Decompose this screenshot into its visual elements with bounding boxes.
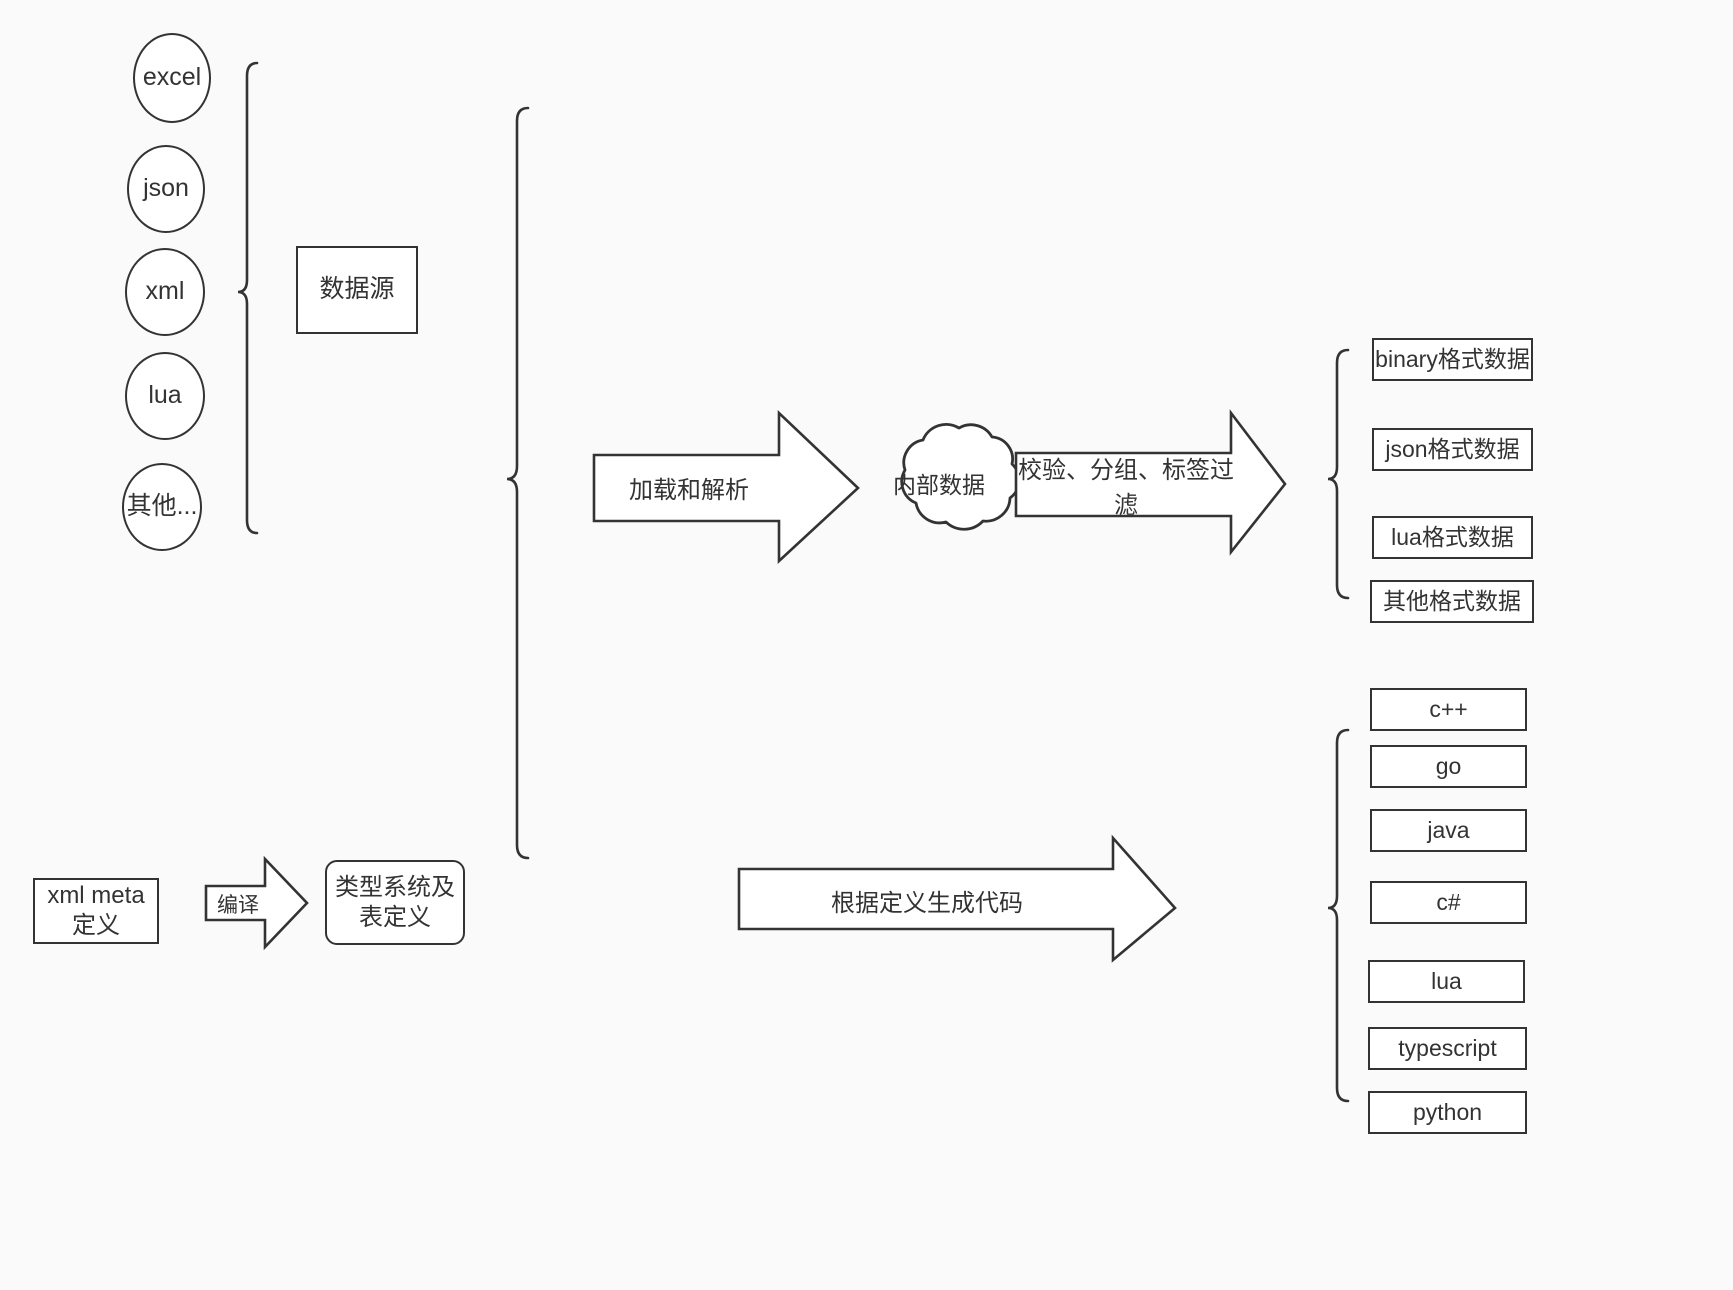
output-language-typescript-label: typescript (1398, 1035, 1497, 1062)
output-language-csharp[interactable]: c# (1370, 881, 1527, 924)
source-node-other[interactable]: 其他... (122, 463, 202, 551)
compile-arrow (204, 855, 309, 951)
source-node-xml[interactable]: xml (125, 248, 205, 336)
output-language-cpp[interactable]: c++ (1370, 688, 1527, 731)
validate-filter-arrow (1014, 409, 1287, 556)
output-language-lua-label: lua (1431, 968, 1462, 995)
source-node-json[interactable]: json (127, 145, 205, 233)
output-format-binary-label: binary格式数据 (1375, 346, 1530, 373)
output-format-lua[interactable]: lua格式数据 (1372, 516, 1533, 559)
inputs-brace (506, 106, 530, 860)
output-format-json[interactable]: json格式数据 (1372, 428, 1533, 471)
data-source-box-label: 数据源 (319, 275, 395, 304)
codegen-arrow (737, 834, 1177, 963)
output-format-lua-label: lua格式数据 (1391, 524, 1514, 551)
compile-arrow-label-wrap: 编译 (207, 889, 269, 919)
output-language-java-label: java (1427, 817, 1470, 844)
validate-filter-arrow-label: 校验、分组、标签过滤 (1018, 457, 1234, 519)
xml-meta-definition-box[interactable]: xml meta定义 (33, 878, 159, 944)
internal-data-cloud (900, 423, 1021, 531)
output-language-go-label: go (1435, 753, 1462, 780)
output-language-cpp-label: c++ (1429, 696, 1468, 723)
source-node-excel-label: excel (142, 63, 202, 92)
data-source-box[interactable]: 数据源 (296, 246, 418, 334)
output-language-python[interactable]: python (1368, 1091, 1527, 1134)
output-language-go[interactable]: go (1370, 745, 1527, 788)
output-language-lua[interactable]: lua (1368, 960, 1525, 1003)
codegen-arrow-label-wrap: 根据定义生成代码 (742, 877, 1112, 923)
sources-brace (237, 61, 259, 535)
source-node-json-label: json (143, 174, 189, 203)
output-language-java[interactable]: java (1370, 809, 1527, 852)
source-node-other-label: 其他... (126, 492, 198, 521)
output-language-typescript[interactable]: typescript (1368, 1027, 1527, 1070)
source-node-lua[interactable]: lua (125, 352, 205, 440)
internal-data-label: 内部数据 (893, 472, 985, 498)
load-parse-arrow-label: 加载和解析 (629, 476, 749, 504)
languages-brace (1327, 728, 1350, 1103)
compile-arrow-label: 编译 (217, 894, 259, 917)
formats-brace (1327, 348, 1350, 600)
xml-meta-definition-label: xml meta定义 (47, 882, 145, 939)
load-parse-arrow (592, 409, 860, 564)
type-system-box[interactable]: 类型系统及表定义 (325, 860, 465, 945)
output-language-csharp-label: c# (1436, 889, 1461, 916)
output-language-python-label: python (1412, 1099, 1483, 1126)
output-format-other[interactable]: 其他格式数据 (1370, 580, 1534, 623)
source-node-lua-label: lua (148, 381, 182, 410)
source-node-xml-label: xml (145, 277, 185, 306)
load-parse-arrow-label-wrap: 加载和解析 (594, 462, 784, 512)
output-format-other-label: 其他格式数据 (1383, 588, 1521, 615)
type-system-label: 类型系统及表定义 (335, 873, 455, 931)
codegen-arrow-label: 根据定义生成代码 (831, 889, 1023, 917)
output-format-binary[interactable]: binary格式数据 (1372, 338, 1533, 381)
output-format-json-label: json格式数据 (1385, 436, 1520, 463)
validate-filter-arrow-label-wrap: 校验、分组、标签过滤 (1018, 457, 1234, 519)
internal-data-label-wrap: 内部数据 (889, 461, 989, 505)
source-node-excel[interactable]: excel (133, 33, 211, 123)
